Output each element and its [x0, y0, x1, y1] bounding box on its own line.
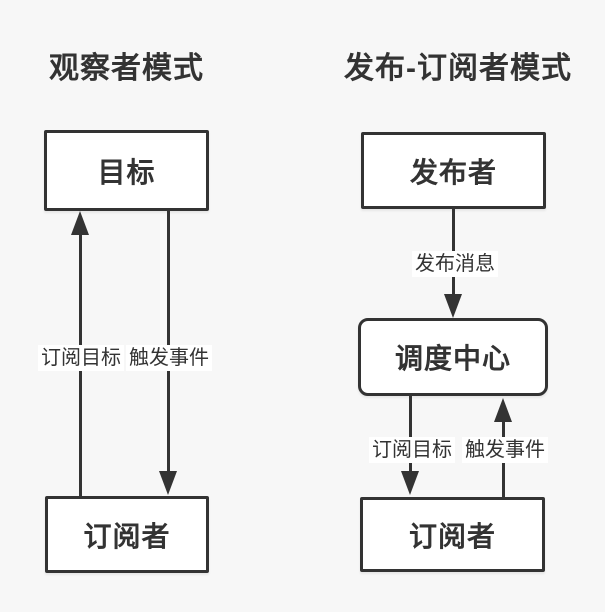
up-arrowhead-icon	[494, 398, 512, 422]
up-arrowhead-icon	[71, 211, 89, 235]
down-arrowhead-icon	[401, 471, 419, 495]
pubsub-subscribe-arrow-line	[409, 396, 412, 473]
pubsub-publisher-node: 发布者	[361, 132, 546, 209]
observer-trigger-arrow-line	[167, 211, 170, 473]
down-arrowhead-icon	[159, 471, 177, 495]
pubsub-subscribe-edge-label: 订阅目标	[369, 437, 455, 463]
pubsub-dispatch-node: 调度中心	[358, 318, 548, 396]
pubsub-subscriber-node: 订阅者	[360, 497, 545, 572]
down-arrowhead-icon	[444, 294, 462, 318]
pubsub-trigger-edge-label: 触发事件	[462, 437, 548, 463]
pubsub-publish-edge-label: 发布消息	[412, 251, 498, 277]
observer-trigger-edge-label: 触发事件	[126, 345, 212, 371]
observer-target-node: 目标	[44, 130, 209, 211]
observer-subscribe-edge-label: 订阅目标	[38, 345, 124, 371]
observer-title: 观察者模式	[49, 52, 204, 85]
pubsub-title: 发布-订阅者模式	[344, 52, 572, 85]
observer-subscriber-node: 订阅者	[45, 496, 209, 573]
